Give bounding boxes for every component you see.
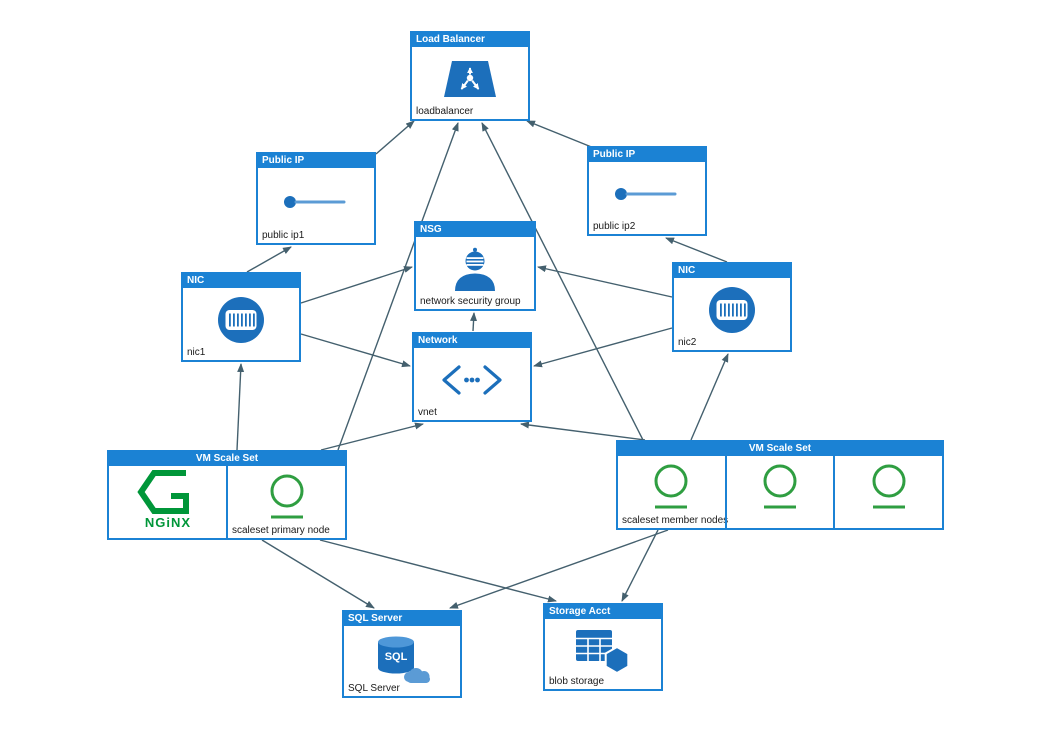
node-label: public ip2 (593, 221, 636, 232)
scaleset-node-cell (833, 456, 942, 528)
node-label: scaleset member nodes (622, 515, 729, 526)
node-public-ip2[interactable]: Public IP public ip2 (587, 146, 707, 236)
node-body: NGiNX scaleset primary node (109, 466, 345, 538)
vnet-icon (442, 365, 502, 395)
node-label: blob storage (549, 676, 605, 687)
node-body: scaleset member nodes (618, 456, 942, 528)
edge-nic2-nsg (537, 265, 673, 298)
node-body: SQL SQL Server (344, 626, 460, 696)
node-header: Public IP (589, 148, 705, 162)
nginx-logo-icon: NGiNX (136, 470, 190, 530)
node-label: scaleset primary node (232, 525, 330, 536)
nic-icon (218, 297, 264, 343)
node-body: nic1 (183, 288, 299, 360)
nginx-cell: NGiNX (109, 466, 226, 538)
edge-nic2-public_ip2 (665, 237, 728, 263)
vm-node-icon (270, 474, 303, 519)
node-storage-acct[interactable]: Storage Acct blob storage (543, 603, 663, 691)
node-label: loadbalancer (416, 106, 474, 117)
cloud-shape (404, 668, 430, 683)
vm-node-icon (654, 464, 688, 509)
node-nsg[interactable]: NSG network security group (414, 221, 536, 311)
edge-public_ip2-loadbalancer (526, 120, 595, 149)
node-body: nic2 (674, 278, 790, 350)
node-body: public ip1 (258, 168, 374, 243)
node-header: VM Scale Set (618, 442, 942, 456)
edge-nic1-public_ip1 (246, 246, 292, 273)
edge-public_ip1-loadbalancer (375, 120, 415, 155)
node-vm-scale-set-primary[interactable]: VM Scale Set NGiNX scaleset primary node (107, 450, 347, 540)
node-header: Load Balancer (412, 33, 528, 47)
load-balancer-icon (444, 61, 496, 97)
node-label: network security group (420, 296, 521, 307)
edge-vmss1-storage (319, 539, 557, 603)
node-label: public ip1 (262, 230, 305, 241)
vm-node-icon (763, 464, 797, 509)
node-label: nic1 (187, 347, 206, 358)
node-body: vnet (414, 348, 530, 420)
node-label: nic2 (678, 337, 697, 348)
security-person-icon (455, 247, 495, 291)
node-header: Storage Acct (545, 605, 661, 619)
node-body: public ip2 (589, 162, 705, 234)
node-header: Public IP (258, 154, 374, 168)
vm-node-icon (872, 464, 906, 509)
node-network[interactable]: Network vnet (412, 332, 532, 422)
node-vm-scale-set-members[interactable]: VM Scale Set scaleset member nodes (616, 440, 944, 530)
nginx-logo-text: NGiNX (144, 515, 190, 530)
public-ip-icon (284, 195, 346, 208)
edge-nic1-network (300, 333, 411, 368)
node-body: network security group (416, 237, 534, 309)
node-label: SQL Server (348, 683, 400, 694)
node-public-ip1[interactable]: Public IP public ip1 (256, 152, 376, 245)
node-header: VM Scale Set (109, 452, 345, 466)
edge-vmss1-network (320, 422, 424, 451)
node-header: SQL Server (344, 612, 460, 626)
node-nic2[interactable]: NIC nic2 (672, 262, 792, 352)
edge-vmss1-sql (261, 539, 375, 609)
node-body: blob storage (545, 619, 661, 689)
blob-storage-icon (576, 630, 630, 675)
edge-vmss1-nic1 (236, 363, 245, 451)
node-nic1[interactable]: NIC nic1 (181, 272, 301, 362)
edge-vmss2-sql (449, 529, 669, 609)
sql-icon-text: SQL (385, 651, 408, 663)
nic-icon (709, 287, 755, 333)
edge-vmss2-network (520, 421, 646, 441)
node-sql-server[interactable]: SQL Server SQL SQL Server (342, 610, 462, 698)
public-ip-icon (615, 188, 677, 200)
node-header: NIC (674, 264, 790, 278)
edge-vmss2-nic2 (690, 353, 729, 441)
node-body: loadbalancer (412, 47, 528, 119)
scaleset-node-cell (724, 456, 834, 528)
edge-network-nsg (470, 312, 478, 332)
node-load-balancer[interactable]: Load Balancer loadbalancer (410, 31, 530, 121)
edge-nic2-network (533, 327, 673, 368)
scaleset-node-cell: scaleset primary node (226, 466, 345, 538)
node-header: Network (414, 334, 530, 348)
sql-database-icon: SQL (378, 636, 430, 683)
scaleset-node-cell: scaleset member nodes (618, 456, 729, 528)
node-header: NIC (183, 274, 299, 288)
edge-nic1-nsg (300, 266, 413, 304)
node-header: NSG (416, 223, 534, 237)
edge-vmss2-storage (621, 529, 659, 602)
node-label: vnet (418, 407, 437, 418)
